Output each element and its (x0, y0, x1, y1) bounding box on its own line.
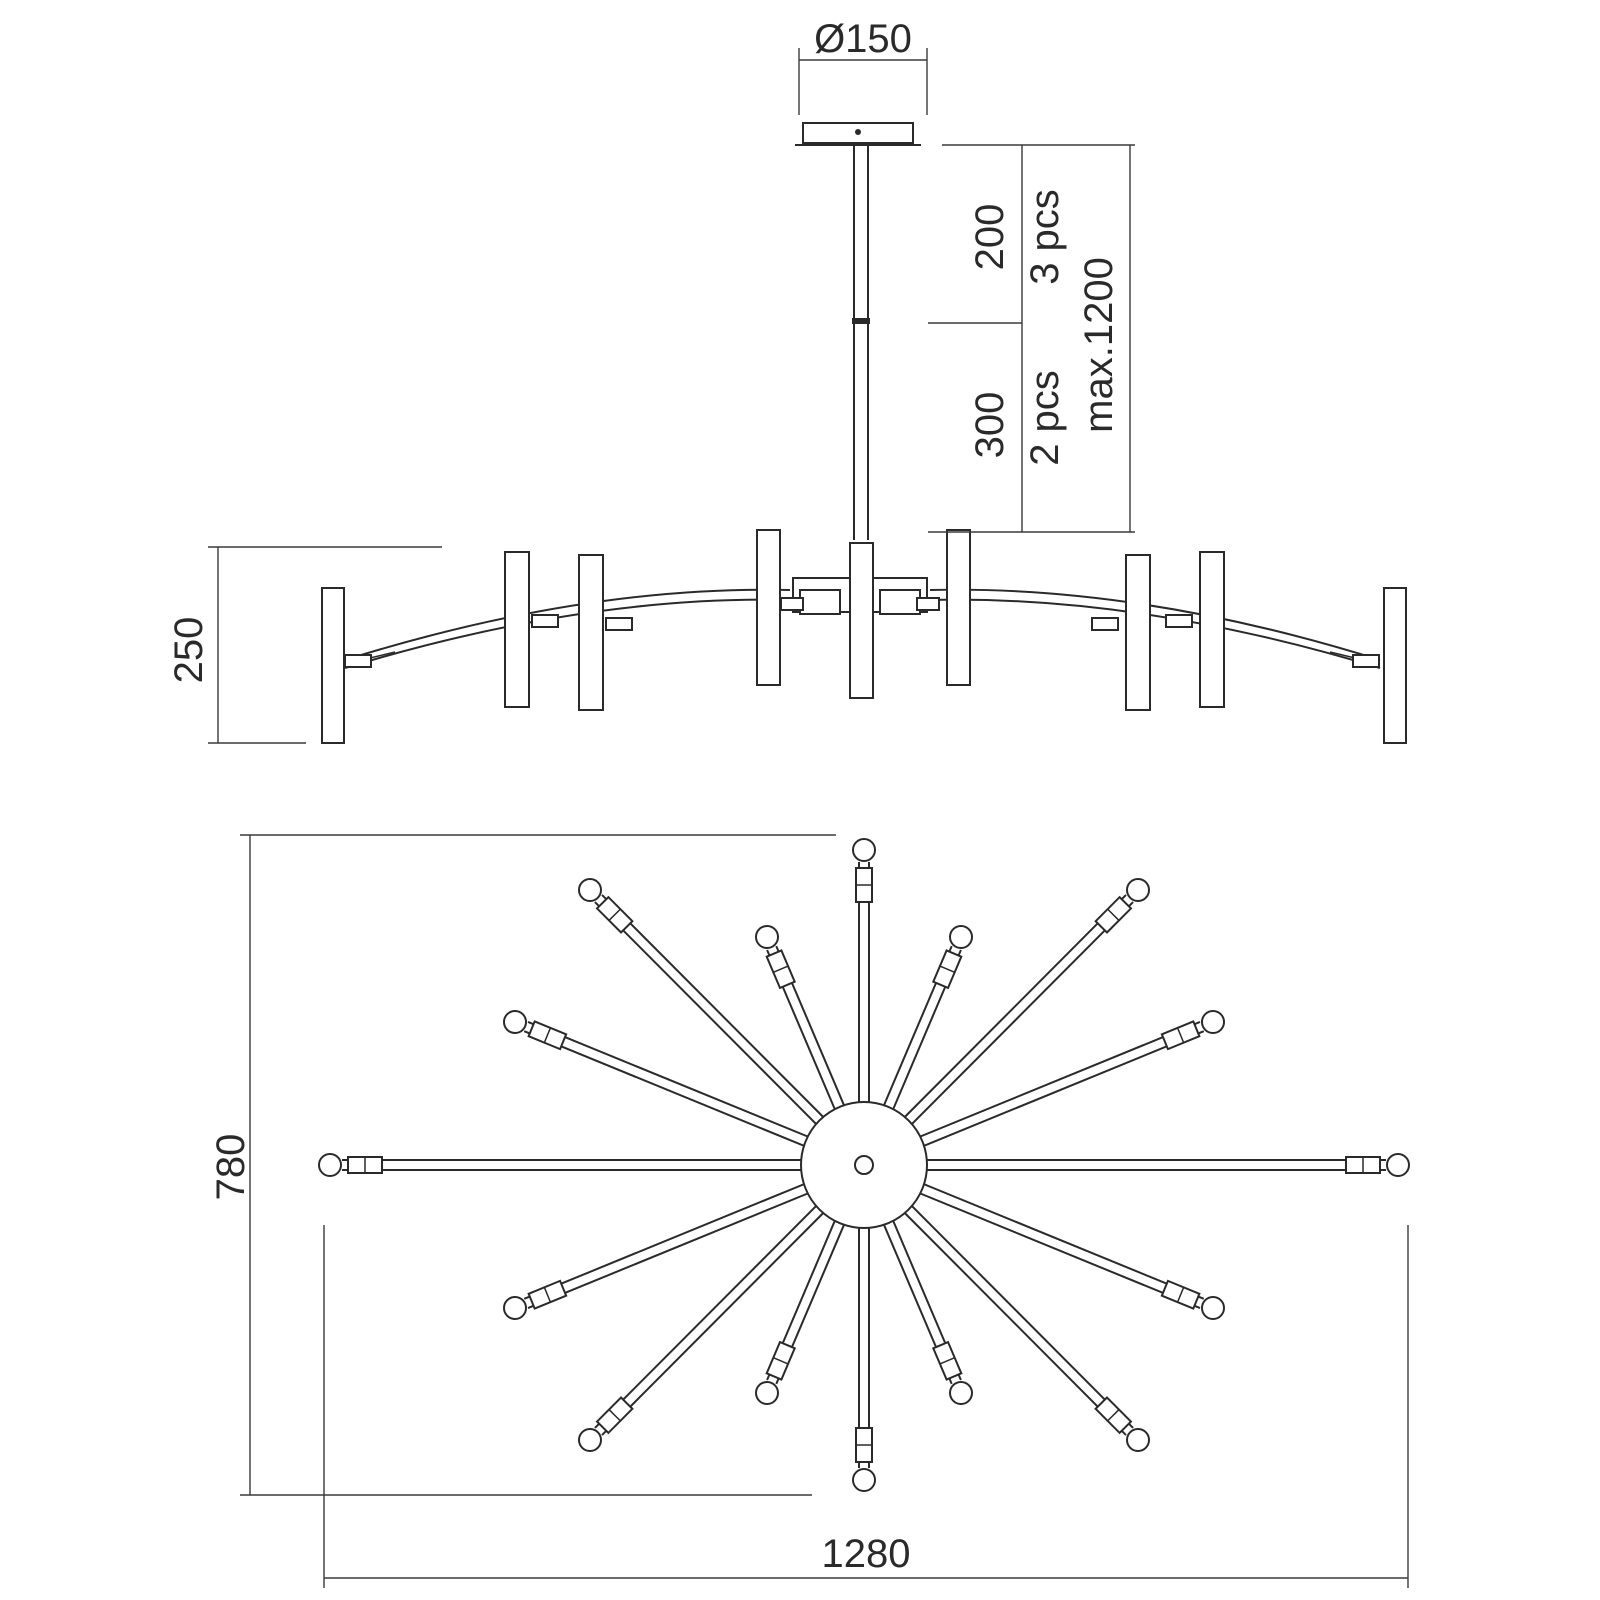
rod-300-label: 300 (968, 392, 1012, 459)
arm-end-knob (949, 1381, 973, 1405)
canopy-diameter-label: Ø150 (814, 17, 912, 61)
arm-end-knob (852, 838, 876, 862)
side-elevation (321, 122, 1407, 744)
arm-end-knob (755, 925, 779, 949)
arm-spoke (881, 1216, 973, 1405)
dimension-height: 250 (167, 546, 442, 744)
dimension-width: 1280 (323, 1225, 1409, 1588)
arm-end-knob (578, 878, 602, 902)
dimension-rod-lengths: 200 3 pcs 300 2 pcs max.1200 (928, 144, 1135, 533)
arm-spoke (755, 925, 847, 1114)
arm-end-knob (503, 1010, 527, 1034)
ceiling-canopy (795, 122, 921, 146)
arm-spoke (915, 1181, 1225, 1320)
arm-spoke (900, 878, 1150, 1129)
light-bars (321, 529, 1407, 744)
arm-joints (344, 597, 1380, 668)
arm-end-knob (949, 925, 973, 949)
arm-end-knob (1386, 1153, 1410, 1177)
arm-spoke (900, 1201, 1150, 1452)
center-disc (800, 1101, 928, 1229)
width-label: 1280 (822, 1532, 911, 1576)
arm-spoke (755, 1216, 847, 1405)
rod-200-label: 200 (968, 204, 1012, 271)
arm-end-knob (318, 1153, 342, 1177)
arm-end-knob (1201, 1010, 1225, 1034)
arm-end-knob (578, 1428, 602, 1452)
arm-spoke (915, 1010, 1225, 1149)
max-length-label: max.1200 (1077, 257, 1121, 433)
arm-spoke (318, 1153, 806, 1177)
arm-end-knob (1201, 1296, 1225, 1320)
dimension-canopy-diameter: Ø150 (798, 17, 928, 115)
arm-end-knob (503, 1296, 527, 1320)
arm-spoke (881, 925, 973, 1114)
rod-300-qty-label: 2 pcs (1023, 370, 1067, 466)
depth-label: 780 (209, 1134, 253, 1201)
top-view (318, 838, 1410, 1492)
suspension-rod (852, 145, 870, 540)
arm-spoke (578, 878, 828, 1129)
arm-end-knob (1126, 878, 1150, 902)
arm-spoke (852, 1223, 876, 1492)
arm-spokes (318, 838, 1410, 1492)
arm-spoke (922, 1153, 1410, 1177)
dimension-depth: 780 (209, 834, 836, 1496)
arm-end-knob (852, 1468, 876, 1492)
arm-spoke (503, 1181, 813, 1320)
height-label: 250 (167, 617, 211, 684)
rod-200-qty-label: 3 pcs (1023, 189, 1067, 285)
arm-end-knob (1126, 1428, 1150, 1452)
arm-spoke (503, 1010, 813, 1149)
center-screw (854, 1155, 874, 1175)
arm-spoke (852, 838, 876, 1107)
arm-end-knob (755, 1381, 779, 1405)
arm-spoke (578, 1201, 828, 1452)
